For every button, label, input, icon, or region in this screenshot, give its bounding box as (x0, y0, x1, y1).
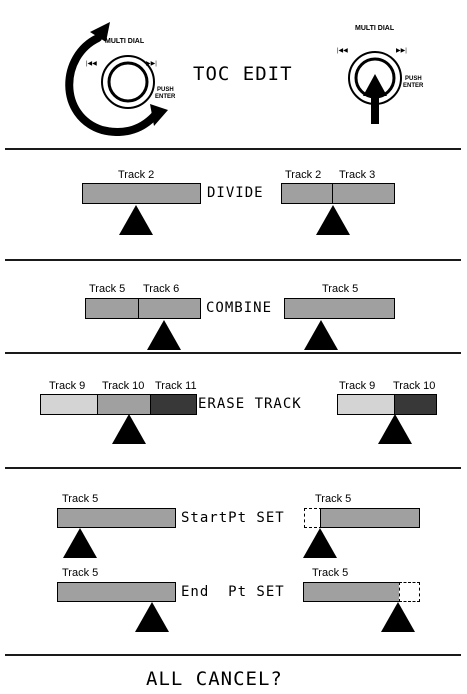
erase-before-pointer-icon (112, 414, 146, 444)
combine-before-track-bar-1 (85, 298, 140, 319)
combine-after-track-bar (284, 298, 395, 319)
divide-after-track-label-2: Track 3 (339, 169, 376, 181)
start-set-display: StartPt SET (181, 510, 285, 526)
end-after-pointer-icon (381, 602, 415, 632)
divide-before-track-bar (82, 183, 201, 204)
dial-right-prev-icon: |◀◀ (337, 48, 348, 54)
divider-4 (5, 467, 461, 469)
erase-before-track-bar-3 (150, 394, 197, 415)
toc-edit-display: TOC EDIT (193, 63, 293, 85)
erase-after-track-label-1: Track 9 (339, 380, 376, 392)
erase-before-track-label-1: Track 9 (49, 380, 86, 392)
dial-right-enter-label: ENTER (403, 83, 424, 89)
divide-display: DIVIDE (207, 185, 264, 201)
dial-left-enter-label: ENTER (155, 94, 176, 100)
erase-before-track-label-2: Track 10 (102, 380, 145, 392)
start-after-track-bar (320, 508, 420, 528)
erase-after-track-bar-2 (394, 394, 437, 415)
all-cancel-display: ALL CANCEL? (146, 668, 283, 690)
divide-after-track-bar-1 (281, 183, 334, 204)
start-before-track-bar (57, 508, 176, 528)
combine-after-track-label: Track 5 (322, 283, 359, 295)
erase-before-track-label-3: Track 11 (155, 380, 197, 392)
dial-left-next-icon: ▶▶| (146, 61, 157, 67)
end-after-track-bar (303, 582, 401, 602)
start-after-pointer-icon (303, 528, 337, 558)
combine-before-track-label-2: Track 6 (143, 283, 180, 295)
erase-after-pointer-icon (378, 414, 412, 444)
divider-1 (5, 148, 461, 150)
end-after-removed-segment (399, 582, 420, 602)
dial-left-title: MULTI DIAL (105, 38, 145, 45)
combine-before-track-label-1: Track 5 (89, 283, 126, 295)
combine-display: COMBINE (206, 300, 273, 316)
multi-dial-rotate-diagram (58, 16, 180, 136)
start-before-pointer-icon (63, 528, 97, 558)
erase-after-track-label-2: Track 10 (393, 380, 436, 392)
erase-display: ERASE TRACK (198, 396, 302, 412)
divide-after-pointer-icon (316, 205, 350, 235)
erase-after-track-bar-1 (337, 394, 396, 415)
combine-before-pointer-icon (147, 320, 181, 350)
end-before-track-label: Track 5 (62, 567, 99, 579)
erase-before-track-bar-2 (97, 394, 152, 415)
dial-right-next-icon: ▶▶| (396, 48, 407, 54)
start-after-track-label: Track 5 (315, 493, 352, 505)
divider-3 (5, 352, 461, 354)
combine-after-pointer-icon (304, 320, 338, 350)
combine-before-track-bar-2 (138, 298, 201, 319)
end-before-track-bar (57, 582, 176, 602)
divide-before-pointer-icon (119, 205, 153, 235)
divide-before-track-label: Track 2 (118, 169, 155, 181)
end-before-pointer-icon (135, 602, 169, 632)
start-before-track-label: Track 5 (62, 493, 99, 505)
erase-before-track-bar-1 (40, 394, 99, 415)
dial-right-title: MULTI DIAL (355, 25, 395, 32)
multi-dial-push-diagram (335, 30, 425, 130)
end-after-track-label: Track 5 (312, 567, 349, 579)
divider-5 (5, 654, 461, 656)
dial-left-push-label: PUSH (157, 87, 174, 93)
end-set-display: End Pt SET (181, 584, 285, 600)
divider-2 (5, 259, 461, 261)
divide-after-track-bar-2 (332, 183, 395, 204)
dial-left-prev-icon: |◀◀ (86, 61, 97, 67)
dial-right-push-label: PUSH (405, 76, 422, 82)
divide-after-track-label-1: Track 2 (285, 169, 322, 181)
